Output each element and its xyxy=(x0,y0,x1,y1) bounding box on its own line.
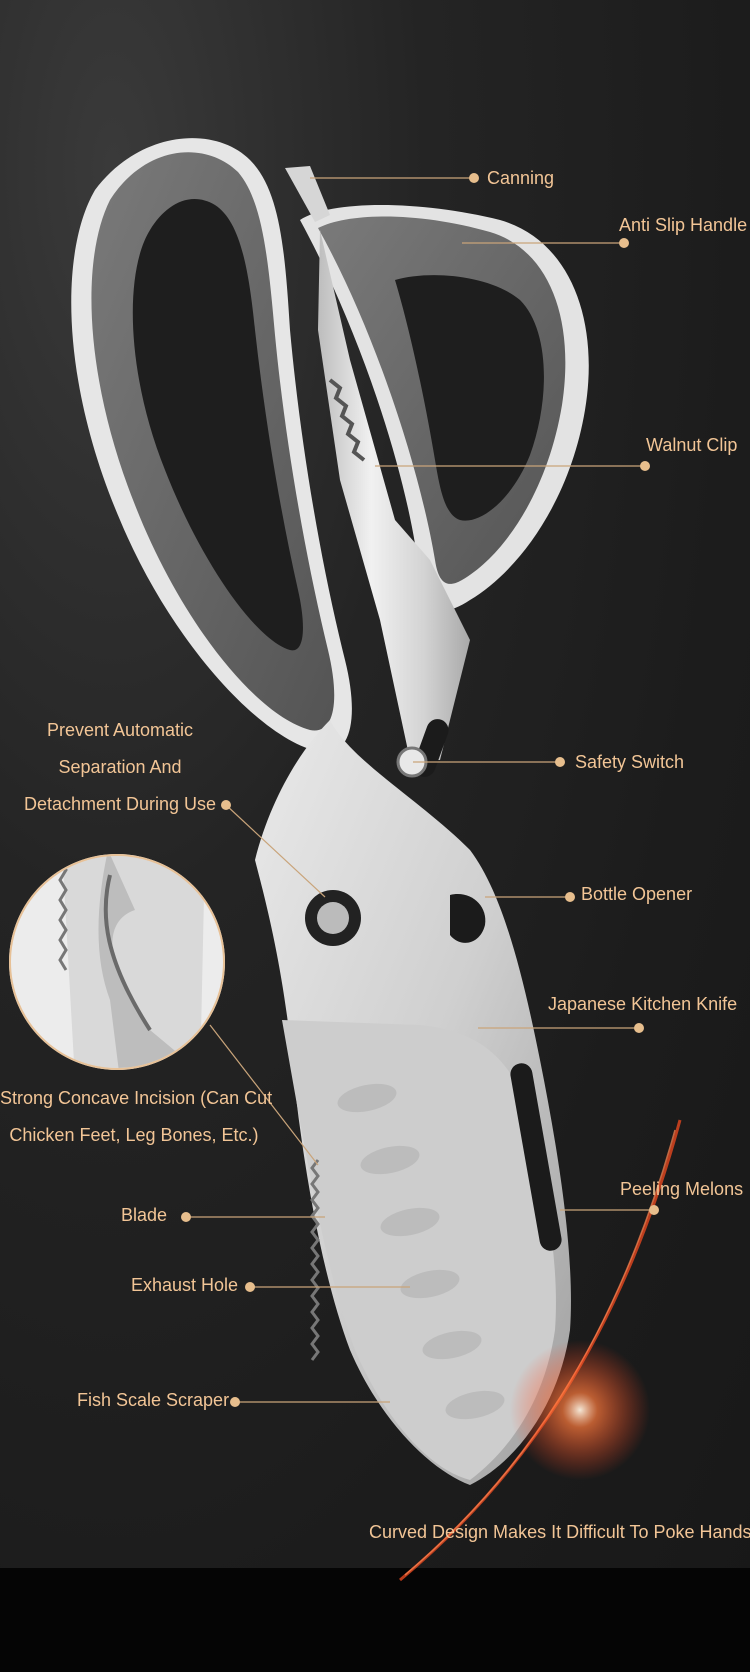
label-concave-incision: Strong Concave Incision (Can Cut Chicken… xyxy=(0,1080,273,1154)
label-prevent-line2: Separation And xyxy=(58,757,182,777)
label-japanese-kitchen-knife: Japanese Kitchen Knife xyxy=(548,994,738,1014)
label-concave-line2: Chicken Feet, Leg Bones, Etc.) xyxy=(9,1125,259,1145)
concave-incision-detail-circle xyxy=(9,854,225,1070)
bottle-opener-notch xyxy=(450,894,486,943)
blade-body xyxy=(255,719,571,1485)
label-concave-line1: Strong Concave Incision (Can Cut xyxy=(0,1088,273,1108)
peeling-slot xyxy=(510,1063,562,1251)
left-handle xyxy=(71,138,352,753)
leader-dots xyxy=(181,173,659,1407)
label-curved-design: Curved Design Makes It Difficult To Poke… xyxy=(369,1522,750,1542)
leader-lines xyxy=(186,177,654,1403)
bottom-band xyxy=(0,1568,750,1672)
label-safety-switch: Safety Switch xyxy=(575,752,685,772)
label-peeling-melons: Peeling Melons xyxy=(620,1179,744,1199)
right-handle xyxy=(300,205,589,611)
label-exhaust-hole: Exhaust Hole xyxy=(131,1275,239,1295)
label-canning: Canning xyxy=(487,168,555,188)
label-blade: Blade xyxy=(121,1205,168,1225)
label-prevent-line1: Prevent Automatic xyxy=(46,720,194,740)
label-walnut-clip: Walnut Clip xyxy=(646,435,738,455)
canning-jaw xyxy=(285,166,470,760)
label-prevent-line3: Detachment During Use xyxy=(23,794,217,814)
label-anti-slip-handle: Anti Slip Handle xyxy=(619,215,748,235)
label-bottle-opener: Bottle Opener xyxy=(581,884,693,904)
label-fish-scale-scraper: Fish Scale Scraper xyxy=(77,1390,230,1410)
label-prevent-separation: Prevent Automatic Separation And Detachm… xyxy=(20,712,220,823)
